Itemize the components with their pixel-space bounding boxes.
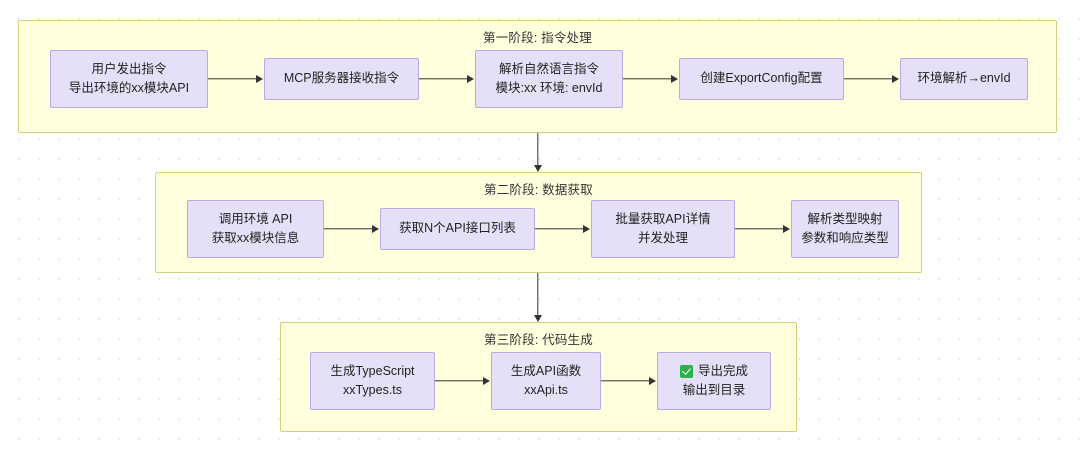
arrow-head (372, 225, 379, 233)
node-line: 创建ExportConfig配置 (700, 71, 823, 86)
arrow-head (671, 75, 678, 83)
arrow-head (783, 225, 790, 233)
arrow-n4-to-n5 (844, 70, 899, 88)
arrow-head (649, 377, 656, 385)
arrow-n3-to-n4 (623, 70, 678, 88)
node-line: 环境解析→envId (917, 71, 1011, 86)
stage-title-1: 第一阶段: 指令处理 (483, 31, 592, 45)
arrow-head (467, 75, 474, 83)
arrow-head (483, 377, 490, 385)
node-line: 获取xx模块信息 (211, 231, 300, 245)
node-export-complete[interactable]: 导出完成 输出到目录 (657, 352, 771, 410)
node-parse-natural-language[interactable]: 解析自然语言指令 模块:xx 环境: envId (475, 50, 623, 108)
node-line: 生成TypeScript (330, 363, 415, 378)
arrow-stage2-to-stage3 (530, 273, 546, 322)
node-line: 批量获取API详情 (615, 211, 711, 226)
arrow-head (534, 165, 542, 172)
node-line: 输出到目录 (682, 383, 746, 397)
arrow-head (583, 225, 590, 233)
arrow-shaft (601, 380, 649, 382)
node-line: 参数和响应类型 (801, 231, 889, 245)
arrow-n8-to-n9 (735, 220, 790, 238)
node-user-issues-command[interactable]: 用户发出指令 导出环境的xx模块API (50, 50, 208, 108)
node-line: 导出完成 (679, 362, 748, 381)
arrow-n7-to-n8 (535, 220, 590, 238)
node-line: 获取N个API接口列表 (399, 221, 516, 236)
node-line: 导出环境的xx模块API (68, 81, 190, 95)
arrow-shaft (537, 273, 539, 316)
node-line: MCP服务器接收指令 (283, 71, 400, 86)
node-call-env-api[interactable]: 调用环境 API 获取xx模块信息 (187, 200, 324, 258)
arrow-head (256, 75, 263, 83)
node-line: 模块:xx 环境: envId (495, 81, 603, 95)
arrow-shaft (435, 380, 483, 382)
node-line: 并发处理 (637, 231, 688, 245)
arrow-n1-to-n2 (208, 70, 263, 88)
stage-title-3: 第三阶段: 代码生成 (484, 333, 593, 347)
arrow-shaft (208, 78, 256, 80)
node-line-text: 导出完成 (697, 363, 748, 378)
node-line: 用户发出指令 (91, 61, 167, 76)
node-parse-type-mapping[interactable]: 解析类型映射 参数和响应类型 (791, 200, 899, 258)
node-generate-api-functions[interactable]: 生成API函数 xxApi.ts (491, 352, 601, 410)
node-line: 解析自然语言指令 (498, 61, 599, 76)
node-line: xxTypes.ts (342, 383, 403, 397)
node-generate-typescript[interactable]: 生成TypeScript xxTypes.ts (310, 352, 435, 410)
check-mark-icon (679, 364, 693, 378)
arrow-shaft (844, 78, 892, 80)
node-batch-fetch-api-details[interactable]: 批量获取API详情 并发处理 (591, 200, 735, 258)
arrow-stage1-to-stage2 (530, 133, 546, 172)
node-line: 解析类型映射 (807, 211, 883, 226)
arrow-n11-to-n12 (601, 372, 656, 390)
arrow-shaft (535, 228, 583, 230)
arrow-n2-to-n3 (419, 70, 474, 88)
arrow-shaft (419, 78, 467, 80)
node-create-exportconfig[interactable]: 创建ExportConfig配置 (679, 58, 844, 100)
node-line: 生成API函数 (510, 363, 582, 378)
node-fetch-api-list[interactable]: 获取N个API接口列表 (380, 208, 535, 250)
arrow-shaft (324, 228, 372, 230)
arrow-n6-to-n7 (324, 220, 379, 238)
node-line: xxApi.ts (524, 383, 568, 397)
node-mcp-server-receives[interactable]: MCP服务器接收指令 (264, 58, 419, 100)
arrow-shaft (537, 133, 539, 166)
node-env-resolve-envid[interactable]: 环境解析→envId (900, 58, 1028, 100)
arrow-head (892, 75, 899, 83)
node-line: 调用环境 API (218, 211, 293, 226)
arrow-n10-to-n11 (435, 372, 490, 390)
arrow-shaft (623, 78, 671, 80)
arrow-shaft (735, 228, 783, 230)
arrow-head (534, 315, 542, 322)
stage-title-2: 第二阶段: 数据获取 (484, 183, 593, 197)
